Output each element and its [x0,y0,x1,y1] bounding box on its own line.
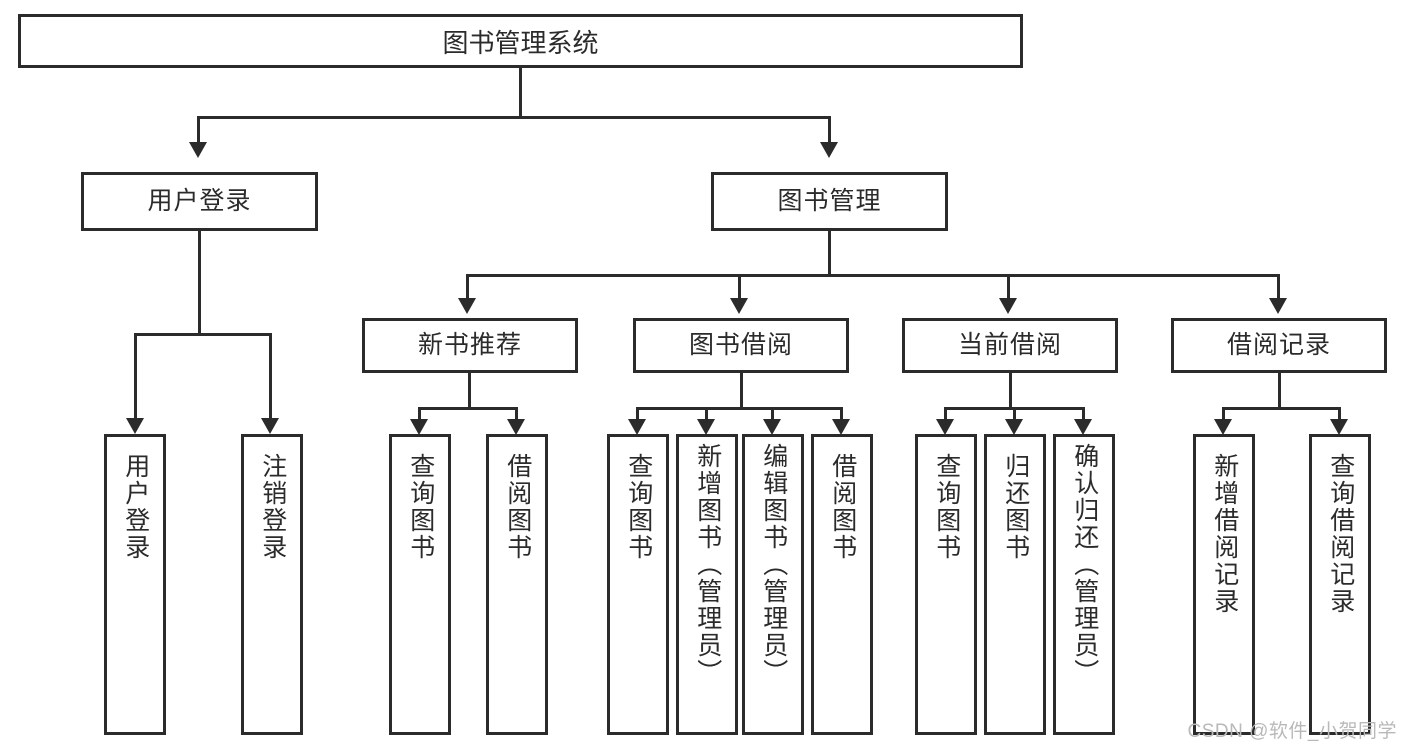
leaf-book-borrow-borrow-books[interactable]: 借阅图书 [811,434,873,735]
connector-to-book-borrow [738,274,741,300]
arrowhead-book-borrow [730,298,748,314]
connector-borrow-records-child2 [1338,407,1341,421]
connector-current-borrow-child2 [1013,407,1016,421]
connector-user-login-child1 [134,333,137,420]
connector-user-login-trunk [198,231,201,335]
leaf-user-login-login[interactable]: 用户登录 [104,434,166,735]
connector-book-borrow-trunk [740,373,743,409]
connector-current-borrow-child1 [944,407,947,421]
connector-root-bus [197,116,831,119]
connector-new-book-child1 [418,407,421,421]
connector-book-borrow-bus [636,407,843,410]
connector-book-borrow-child2 [705,407,708,421]
connector-borrow-records-bus [1222,407,1341,410]
node-label: 新书推荐 [417,330,522,359]
leaf-label: 查询图书 [406,453,435,561]
node-label: 借阅记录 [1226,330,1331,359]
leaf-new-book-query-books[interactable]: 查询图书 [389,434,451,735]
connector-root-trunk [519,68,522,116]
node-label: 当前借阅 [957,330,1062,359]
connector-to-new-book [466,274,469,300]
leaf-current-borrow-query-books[interactable]: 查询图书 [915,434,977,735]
arrowhead-user-login-child1 [126,418,144,434]
arrowhead-current-borrow-child2 [1005,419,1023,435]
connector-new-book-bus [418,407,518,410]
arrowhead-book-borrow-child1 [628,419,646,435]
connector-book-manage-trunk [828,231,831,276]
node-new-book-recommend[interactable]: 新书推荐 [362,318,578,373]
arrowhead-new-book-child2 [507,419,525,435]
node-label: 图书管理 [777,186,882,215]
arrowhead-book-borrow-child4 [832,419,850,435]
node-book-borrow[interactable]: 图书借阅 [633,318,849,373]
connector-current-borrow-trunk [1009,373,1012,409]
watermark: CSDN @软件_小贺同学 [1187,721,1397,742]
arrowhead-current-borrow-child1 [936,419,954,435]
leaf-new-book-borrow-books[interactable]: 借阅图书 [486,434,548,735]
arrowhead-borrow-records-child1 [1214,419,1232,435]
connector-user-login-bus [134,333,271,336]
connector-book-borrow-child3 [771,407,774,421]
leaf-user-login-logout[interactable]: 注销登录 [241,434,303,735]
arrowhead-current-borrow [999,298,1017,314]
leaf-label: 查询借阅记录 [1326,453,1355,615]
connector-current-borrow-child3 [1082,407,1085,421]
arrowhead-current-borrow-child3 [1074,419,1092,435]
arrowhead-book-manage [820,142,838,158]
arrowhead-borrow-records-child2 [1330,419,1348,435]
connector-new-book-child2 [515,407,518,421]
node-user-login[interactable]: 用户登录 [81,172,318,231]
node-borrow-records[interactable]: 借阅记录 [1171,318,1387,373]
leaf-label: 新增借阅记录 [1210,453,1239,615]
node-label: 图书管理系统 [442,27,599,58]
connector-root-to-book-manage [828,116,831,144]
connector-user-login-child2 [269,333,272,420]
arrowhead-book-borrow-child2 [697,419,715,435]
node-root-system[interactable]: 图书管理系统 [18,14,1023,68]
arrowhead-book-borrow-child3 [763,419,781,435]
connector-book-borrow-child1 [636,407,639,421]
leaf-label: 查询图书 [624,453,653,561]
leaf-label: 查询图书 [932,453,961,561]
connector-book-borrow-child4 [840,407,843,421]
leaf-current-borrow-confirm-return-admin[interactable]: 确认归还（管理员） [1053,434,1115,735]
node-book-manage[interactable]: 图书管理 [711,172,948,231]
node-current-borrow[interactable]: 当前借阅 [902,318,1118,373]
leaf-borrow-records-query-record[interactable]: 查询借阅记录 [1309,434,1371,735]
leaf-label: 借阅图书 [828,453,857,561]
node-label: 用户登录 [147,186,252,215]
leaf-label: 确认归还（管理员） [1070,443,1099,686]
leaf-book-borrow-query-books[interactable]: 查询图书 [607,434,669,735]
leaf-label: 编辑图书（管理员） [759,443,788,686]
node-label: 图书借阅 [688,330,793,359]
arrowhead-borrow-records [1269,298,1287,314]
connector-book-manage-bus [466,274,1280,277]
leaf-label: 归还图书 [1001,453,1030,561]
leaf-borrow-records-add-record[interactable]: 新增借阅记录 [1193,434,1255,735]
arrowhead-new-book [458,298,476,314]
connector-borrow-records-trunk [1278,373,1281,409]
connector-borrow-records-child1 [1222,407,1225,421]
connector-root-to-user-login [197,116,200,144]
arrowhead-user-login-child2 [261,418,279,434]
leaf-label: 注销登录 [258,453,287,561]
leaf-label: 用户登录 [121,453,150,561]
leaf-current-borrow-return-books[interactable]: 归还图书 [984,434,1046,735]
arrowhead-user-login [189,142,207,158]
arrowhead-new-book-child1 [410,419,428,435]
leaf-label: 新增图书（管理员） [693,443,722,686]
leaf-book-borrow-edit-book-admin[interactable]: 编辑图书（管理员） [742,434,804,735]
leaf-label: 借阅图书 [503,453,532,561]
connector-to-borrow-records [1277,274,1280,300]
leaf-book-borrow-add-book-admin[interactable]: 新增图书（管理员） [676,434,738,735]
connector-to-current-borrow [1007,274,1010,300]
connector-new-book-trunk [468,373,471,409]
